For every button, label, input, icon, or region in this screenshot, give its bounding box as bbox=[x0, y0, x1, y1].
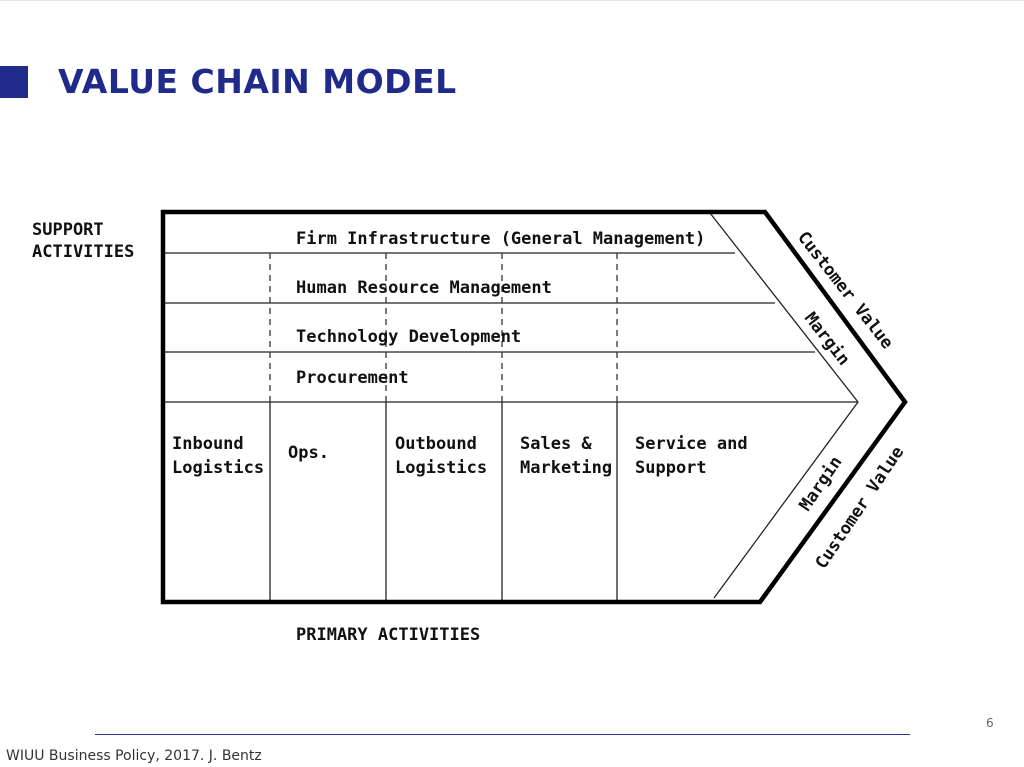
title-marker bbox=[0, 66, 28, 98]
margin-chevron bbox=[709, 212, 859, 599]
primary-activity-line: Support bbox=[635, 458, 707, 478]
slide-top-border bbox=[0, 0, 1024, 1]
slide-title: VALUE CHAIN MODEL bbox=[58, 62, 457, 101]
primary-activity-outbound-logistics: Outbound Logistics bbox=[395, 434, 487, 478]
customer-value-label-top: Customer Value bbox=[793, 228, 897, 353]
primary-activity-line: Inbound bbox=[172, 434, 244, 454]
primary-activity-line: Outbound bbox=[395, 434, 477, 454]
primary-activity-inbound-logistics: Inbound Logistics bbox=[172, 434, 264, 478]
support-activities-label: SUPPORT ACTIVITIES bbox=[32, 220, 134, 262]
page-number: 6 bbox=[986, 716, 994, 730]
margin-label-bottom: Margin bbox=[796, 453, 847, 515]
primary-activity-line: Logistics bbox=[172, 458, 264, 478]
primary-activity-line: Logistics bbox=[395, 458, 487, 478]
support-activity-firm-infrastructure: Firm Infrastructure (General Management) bbox=[296, 229, 705, 249]
footer-divider bbox=[95, 734, 910, 735]
support-activity-procurement: Procurement bbox=[296, 368, 409, 388]
support-label-line: SUPPORT bbox=[32, 220, 104, 240]
primary-activity-line: Service and bbox=[635, 434, 748, 454]
primary-activity-line: Sales & bbox=[520, 434, 592, 454]
support-label-line: ACTIVITIES bbox=[32, 242, 134, 262]
support-activity-technology: Technology Development bbox=[296, 327, 521, 347]
primary-activities-label: PRIMARY ACTIVITIES bbox=[296, 625, 480, 645]
primary-activity-line: Ops. bbox=[288, 443, 329, 463]
value-chain-outline bbox=[160, 209, 908, 605]
primary-activity-sales-marketing: Sales & Marketing bbox=[520, 434, 612, 478]
footer-text: WIUU Business Policy, 2017. J. Bentz bbox=[6, 748, 262, 764]
primary-activity-line: Marketing bbox=[520, 458, 612, 478]
primary-activity-service-support: Service and Support bbox=[635, 434, 758, 478]
support-activity-human-resources: Human Resource Management bbox=[296, 278, 552, 298]
primary-activity-operations: Ops. bbox=[288, 443, 329, 463]
